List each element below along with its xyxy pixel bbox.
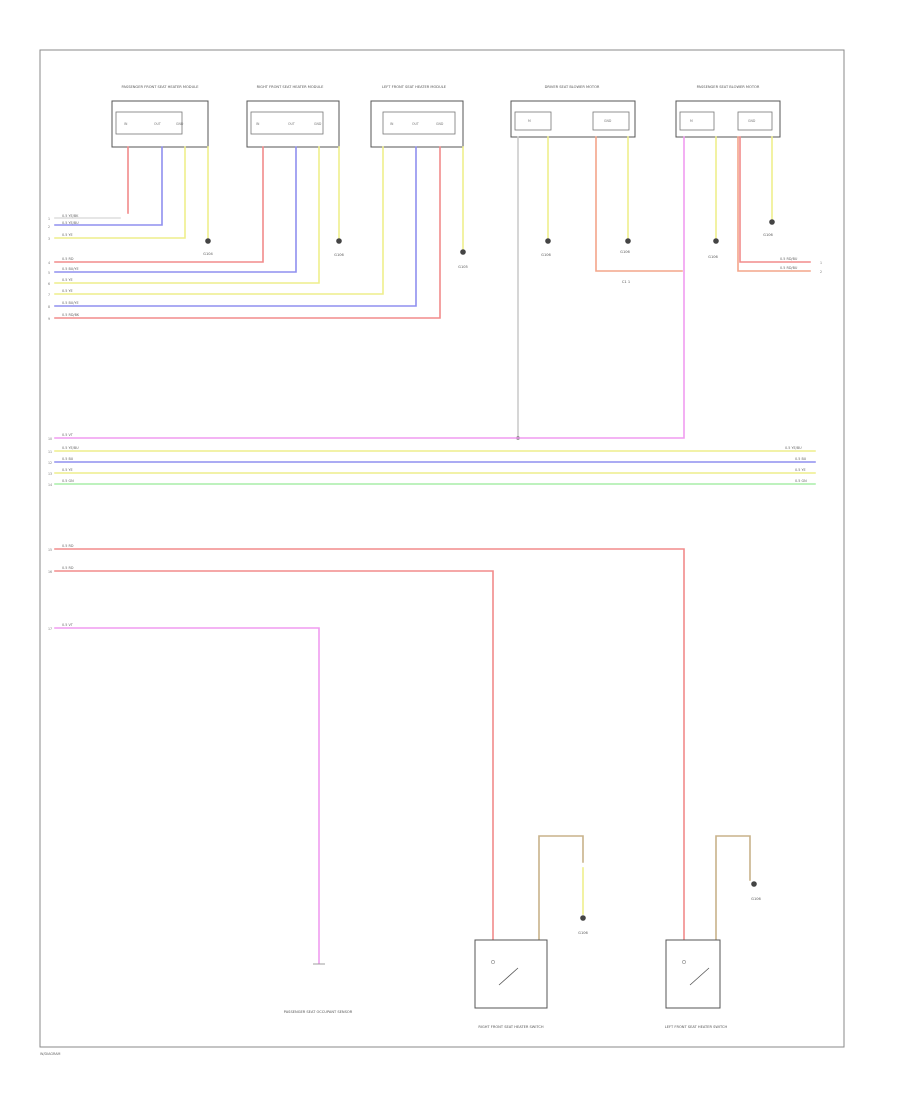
bus-left-top-num-1: 1 — [48, 217, 50, 221]
sensor-title: PASSENGER SEAT OCCUPANT SENSOR — [284, 1010, 353, 1014]
right-conn-label: C1 1 — [622, 280, 630, 284]
bus-right-label-1: 0.5 RD/BU — [780, 257, 798, 261]
bus-lower-label-16: 0.5 RD — [62, 566, 74, 570]
ground-label-5: G106 — [620, 250, 630, 254]
module-2-pin-2: OUT — [288, 122, 295, 126]
bus-center: 10 11 12 13 14 0.5 VT 0.5 YE/BU 0.5 BU 0… — [48, 433, 816, 487]
bus-lower-label-15: 0.5 RD — [62, 544, 74, 548]
bus-center-num-10: 10 — [48, 437, 52, 441]
switch-right-front: G106 RIGHT FRONT SEAT HEATER SWITCH — [474, 835, 589, 1029]
bus-left-mid-label-6: 0.5 YE — [62, 278, 73, 282]
ground-label-8: G106 — [578, 931, 588, 935]
bus-left-mid-num-4: 4 — [48, 261, 50, 265]
bus-left-mid-num-9: 9 — [48, 317, 50, 321]
module-2-pin-3: GND — [314, 122, 322, 126]
bus-lower-num-16: 16 — [48, 570, 52, 574]
module-5-pin-2: GND — [748, 119, 756, 123]
switch-left-front: G106 LEFT FRONT SEAT HEATER SWITCH — [665, 835, 762, 1029]
occupant-sensor: PASSENGER SEAT OCCUPANT SENSOR — [284, 963, 353, 1014]
bus-center-label-10: 0.5 VT — [62, 433, 74, 437]
module-5-pin-1: M — [690, 119, 693, 123]
bus-center-label-12: 0.5 BU — [62, 457, 74, 461]
bus-lower-label-17: 0.5 VT — [62, 623, 74, 627]
bus-left-mid-label-7: 0.5 YE — [62, 289, 73, 293]
ground-module-1: G104 — [203, 146, 214, 256]
module-4-wiring: G106 G106 C1 1 — [516, 136, 683, 440]
bus-left-mid-label-4: 0.5 RD — [62, 257, 74, 261]
module-5-wiring: G106 G106 1 2 0.5 RD/BU 0.5 RD/BU — [54, 136, 822, 439]
module-passenger-front-seat-heater: PASSENGER FRONT SEAT HEATER MODULE IN OU… — [111, 85, 209, 148]
ground-label-2: G106 — [334, 253, 344, 257]
bus-left-mid-num-5: 5 — [48, 271, 50, 275]
module-2-pin-1: IN — [256, 122, 260, 126]
ground-label-4: G106 — [541, 253, 551, 257]
bus-center-label-14: 0.5 GN — [62, 479, 74, 483]
bus-left-top-num-2: 2 — [48, 225, 50, 229]
bus-left-mid: 4 5 6 7 8 9 0.5 RD 0.5 BU/YE 0.5 YE 0.5 … — [48, 146, 441, 321]
bus-right-num-2: 2 — [820, 270, 822, 274]
bus-left-mid-num-7: 7 — [48, 293, 50, 297]
module-5-title: PASSENGER SEAT BLOWER MOTOR — [697, 85, 760, 89]
switch-1-title: RIGHT FRONT SEAT HEATER SWITCH — [478, 1025, 544, 1029]
module-4-pin-1: M — [528, 119, 531, 123]
bus-center-num-14: 14 — [48, 483, 52, 487]
bus-lower-num-17: 17 — [48, 627, 52, 631]
ground-label-9: G106 — [751, 897, 761, 901]
ground-label-7: G106 — [763, 233, 773, 237]
switch-2-title: LEFT FRONT SEAT HEATER SWITCH — [665, 1025, 728, 1029]
bus-center-num-12: 12 — [48, 461, 52, 465]
module-4-pin-2: GND — [604, 119, 612, 123]
bus-center-right-label-2: 0.5 BU — [795, 457, 807, 461]
bus-lower-num-15: 15 — [48, 548, 52, 552]
bus-left-top-label-2: 0.5 YE/BU — [62, 221, 79, 225]
bus-center-right-label-3: 0.5 YE — [795, 468, 806, 472]
bus-right-label-2: 0.5 RD/BU — [780, 266, 798, 270]
bus-left-mid-label-9: 0.5 RD/BK — [62, 313, 80, 317]
bus-center-num-11: 11 — [48, 450, 52, 454]
bus-left-mid-num-6: 6 — [48, 282, 50, 286]
module-3-pin-3: GND — [436, 122, 444, 126]
bus-right-num-1: 1 — [820, 261, 822, 265]
bus-center-right-label-1: 0.5 YE/BU — [785, 446, 802, 450]
module-3-pin-2: OUT — [412, 122, 419, 126]
module-1-title: PASSENGER FRONT SEAT HEATER MODULE — [122, 85, 200, 89]
bus-lower: 15 16 17 0.5 RD 0.5 RD 0.5 VT — [48, 544, 685, 964]
bus-center-num-13: 13 — [48, 472, 52, 476]
module-4-title: DRIVER SEAT BLOWER MOTOR — [545, 85, 600, 89]
module-left-front-seat-heater: LEFT FRONT SEAT HEATER MODULE IN OUT GND — [370, 85, 464, 148]
module-1-pin-3: GND — [176, 122, 184, 126]
module-right-front-seat-heater: RIGHT FRONT SEAT HEATER MODULE IN OUT GN… — [246, 85, 340, 148]
footer-code: W/DIAGRAM — [40, 1052, 61, 1056]
module-1-pin-1: IN — [124, 122, 128, 126]
bus-left-mid-num-8: 8 — [48, 305, 50, 309]
module-driver-seat-blower: DRIVER SEAT BLOWER MOTOR M GND — [510, 85, 636, 138]
ground-label-1: G104 — [203, 252, 213, 256]
bus-left-mid-label-5: 0.5 BU/YE — [62, 267, 79, 271]
bus-center-label-13: 0.5 YE — [62, 468, 73, 472]
module-3-pin-1: IN — [390, 122, 394, 126]
ground-module-3: G105 — [458, 146, 468, 269]
bus-left-mid-label-8: 0.5 BU/YE — [62, 301, 79, 305]
bus-center-label-11: 0.5 YE/BU — [62, 446, 79, 450]
diagram-frame — [39, 49, 845, 1048]
module-passenger-seat-blower: PASSENGER SEAT BLOWER MOTOR M GND — [675, 85, 781, 138]
module-2-title: RIGHT FRONT SEAT HEATER MODULE — [257, 85, 324, 89]
module-3-title: LEFT FRONT SEAT HEATER MODULE — [382, 85, 447, 89]
module-1-pin-2: OUT — [154, 122, 161, 126]
ground-module-2: G106 — [334, 146, 345, 257]
bus-center-right-label-4: 0.5 GN — [795, 479, 807, 483]
ground-label-6: G106 — [708, 255, 718, 259]
bus-left-top-label-3: 0.5 YE — [62, 233, 73, 237]
bus-left-top-label-1: 0.5 YE/BK — [62, 214, 79, 218]
bus-left-top-num-3: 3 — [48, 237, 50, 241]
ground-label-3: G105 — [458, 265, 468, 269]
bus-left-top: 1 2 3 0.5 YE/BK 0.5 YE/BU 0.5 YE — [48, 146, 186, 241]
